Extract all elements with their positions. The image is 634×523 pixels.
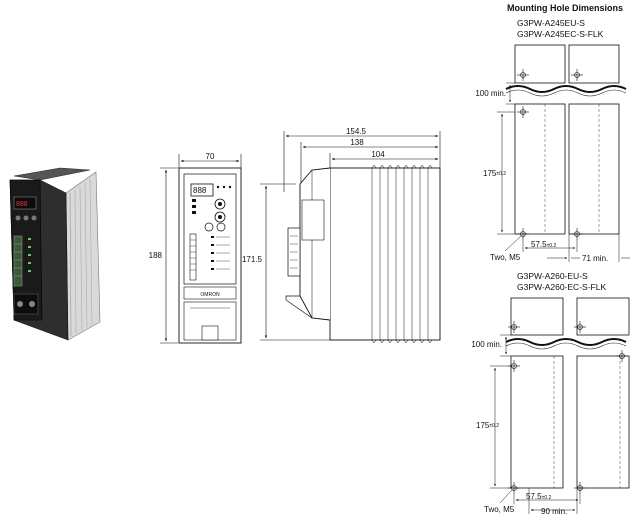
group1-clearance-label: 100 min.	[475, 89, 506, 98]
svg-text:888: 888	[16, 201, 28, 208]
group1-model-a: G3PW-A245EU-S	[517, 18, 585, 28]
group2-model-a: G3PW-A260-EU-S	[517, 271, 588, 281]
group2-screw-label: Two, M5	[484, 505, 515, 514]
group1-model-b: G3PW-A245EC-S-FLK	[517, 29, 604, 39]
svg-text:57.5±0.2: 57.5±0.2	[526, 492, 551, 501]
group1-spacing-label: 71 min.	[582, 254, 608, 263]
group1-screw-label: Two, M5	[490, 253, 521, 262]
side-depth-mid-label: 138	[350, 138, 364, 147]
group2-pitch-label: 57.5	[526, 492, 542, 501]
svg-text:57.5±0.2: 57.5±0.2	[531, 240, 556, 249]
group2-spacing-label: 90 min.	[541, 507, 567, 516]
mounting-title: Mounting Hole Dimensions	[507, 3, 623, 13]
side-height-label: 171.5	[242, 255, 263, 264]
front-view-drawing: 70 188 888	[149, 152, 242, 344]
photo-led-display	[13, 196, 37, 210]
front-brand-text: OMRON	[200, 292, 220, 298]
front-led-display	[190, 183, 214, 197]
front-height-label: 188	[149, 251, 163, 260]
group2-height-label: 175	[476, 421, 490, 430]
group1-pitch-tolerance: ±0.2	[547, 243, 557, 249]
group2-pitch-tolerance: ±0.2	[542, 495, 552, 501]
group1-height-tolerance: ±0.2	[496, 171, 506, 177]
side-view-drawing: 154.5 138 104 171.5	[242, 127, 441, 344]
group2-model-b: G3PW-A260-EC-S-FLK	[517, 282, 606, 292]
group2-clearance-label: 100 min.	[471, 340, 502, 349]
front-width-label: 70	[206, 152, 215, 161]
heatsink-fins	[65, 171, 101, 341]
mounting-group-1: G3PW-A245EU-S G3PW-A245EC-S-FLK 100 min.	[475, 18, 630, 263]
group1-height-label: 175	[483, 169, 497, 178]
svg-text:888: 888	[193, 186, 207, 195]
photo-terminal-block	[13, 235, 23, 287]
group2-height-tolerance: ±0.2	[489, 423, 499, 429]
svg-text:175±0.2: 175±0.2	[483, 169, 506, 178]
product-photo: 888	[9, 167, 101, 341]
side-depth-body-label: 104	[371, 150, 385, 159]
svg-text:175±0.2: 175±0.2	[476, 421, 499, 430]
group1-pitch-label: 57.5	[531, 240, 547, 249]
side-depth-total-label: 154.5	[346, 127, 367, 136]
mounting-group-2: G3PW-A260-EU-S G3PW-A260-EC-S-FLK 100 mi…	[471, 271, 630, 516]
